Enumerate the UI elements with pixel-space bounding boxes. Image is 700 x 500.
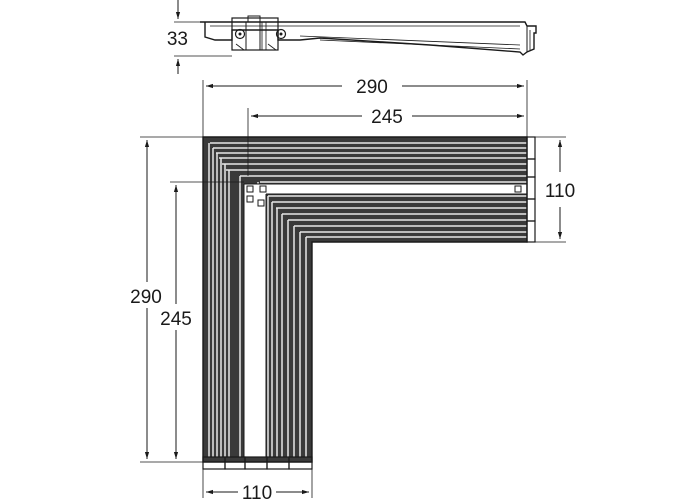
inner-length-dimension: 245 [160, 181, 244, 459]
side-profile-view: 33 [167, 0, 537, 74]
height-dimension: 33 [167, 0, 232, 74]
outer-length-label: 290 [130, 287, 162, 308]
bracket-body [203, 137, 527, 462]
horizontal-ribs [210, 142, 527, 238]
inner-length-label: 245 [160, 309, 192, 330]
center-groove [243, 183, 527, 457]
top-view [202, 136, 536, 470]
arm-width-right-label: 110 [545, 181, 575, 202]
clip-mechanism [231, 15, 287, 51]
arm-width-right-dimension: 110 [535, 136, 575, 243]
arm-width-bottom-label: 110 [242, 483, 272, 500]
outer-width-label: 290 [356, 77, 388, 98]
arm-width-bottom-dimension: 110 [202, 469, 313, 500]
right-end-caps [526, 136, 536, 243]
outer-width-dimension: 290 [202, 77, 528, 137]
outer-length-dimension: 290 [130, 136, 203, 463]
inner-width-dimension: 245 [247, 107, 524, 176]
inner-width-label: 245 [371, 107, 403, 128]
bottom-end-caps [202, 456, 313, 470]
height-label: 33 [167, 29, 188, 50]
